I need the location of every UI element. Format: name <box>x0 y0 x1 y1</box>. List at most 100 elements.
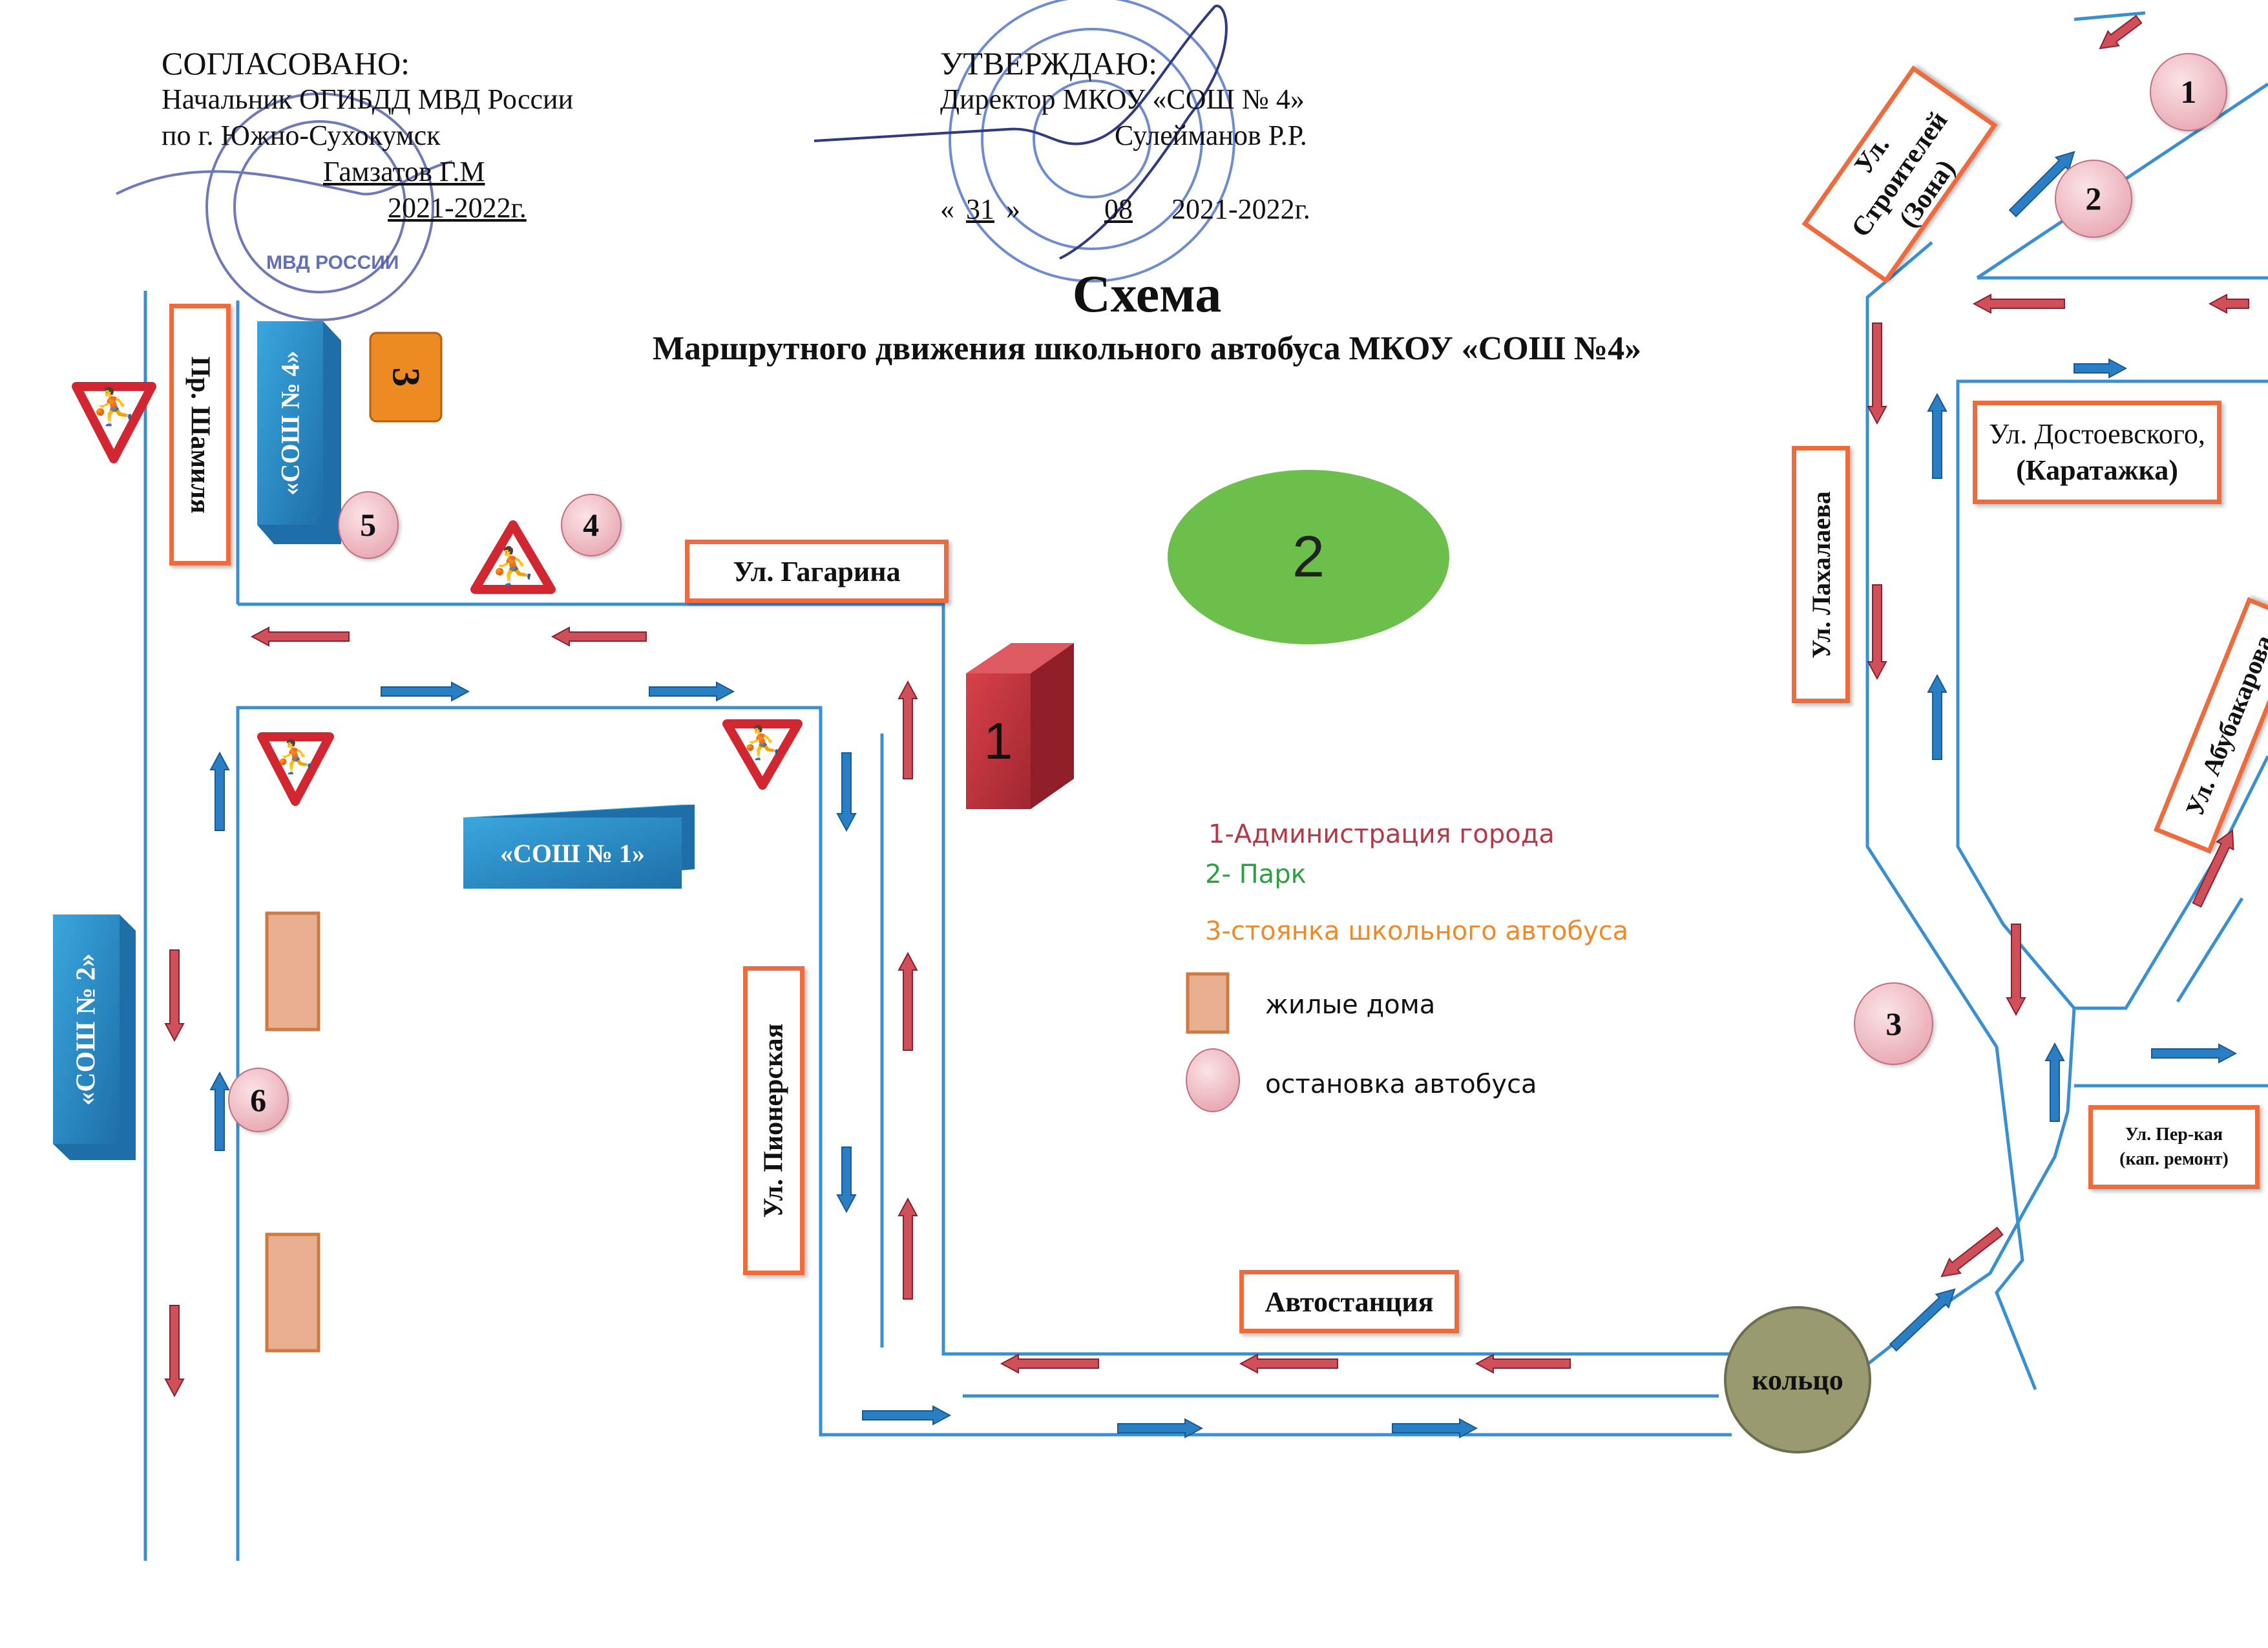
children-crossing-sign-icon: ⛹ <box>470 520 556 594</box>
signature-icon <box>814 5 1228 260</box>
approved-line2: по г. Южно-Сухокумск <box>162 120 441 151</box>
arrow-icon <box>2006 924 2026 1017</box>
page-subtitle: Маршрутного движения школьного автобуса … <box>652 330 1642 367</box>
street-label-bus-station: Автостанция <box>1239 1270 1459 1333</box>
bus-stop-2: 2 <box>2054 160 2132 238</box>
legend-house-swatch <box>1186 972 1230 1034</box>
perekay-line1: Ул. Пер-кая <box>2125 1125 2223 1145</box>
arrow-icon <box>1972 293 2065 314</box>
svg-text:⛹: ⛹ <box>490 544 536 587</box>
approved-line1: Начальник ОГИБДД МВД России <box>162 83 574 115</box>
arrow-icon <box>1927 673 1948 760</box>
arrow-icon <box>898 951 918 1051</box>
affirm-day: 31 <box>966 193 994 225</box>
dostoevsky-line2: (Каратажка) <box>2016 454 2178 486</box>
arrow-icon <box>2074 358 2128 379</box>
bus-stop-4: 4 <box>560 493 622 556</box>
arrow-icon <box>2192 829 2234 908</box>
seal-caption: МВД РОССИИ <box>266 252 399 273</box>
road-stroiteley-2 <box>2074 11 2146 21</box>
affirm-date-prefix: « <box>940 193 954 225</box>
page-title: Схема <box>1072 264 1222 323</box>
parking-block <box>369 332 443 423</box>
road-abubakarova <box>2074 755 2268 1010</box>
arrow-icon <box>209 751 230 831</box>
children-crossing-sign-icon: ⛹ <box>257 732 334 806</box>
arrow-icon <box>1889 1288 1956 1352</box>
arrow-icon <box>1000 1353 1099 1374</box>
arrow-icon <box>2208 293 2249 314</box>
legend-stop: остановка автобуса <box>1265 1070 1537 1099</box>
school4-label: «СОШ № 4» <box>275 350 305 496</box>
dostoevsky-line1: Ул. Достоевского, <box>1989 418 2205 450</box>
seal-icon <box>116 92 453 321</box>
road-lakhalaeva-east <box>1863 379 2268 1368</box>
children-crossing-sign-icon: ⛹ <box>722 719 803 790</box>
school1-block <box>463 805 695 889</box>
affirm-name: Сулейманов Р.Р. <box>1115 120 1307 151</box>
school2-label-box: «СОШ № 2» <box>53 914 120 1144</box>
legend-stop-swatch <box>1186 1048 1240 1112</box>
affirm-month: 08 <box>1104 193 1133 225</box>
street-label-pioneer: Ул. Пионерская <box>743 966 804 1275</box>
school4-label-box: «СОШ № 4» <box>257 321 323 525</box>
arrow-icon <box>209 1071 230 1151</box>
arrow-icon <box>1867 322 1887 425</box>
roads <box>143 11 2268 1561</box>
arrow-icon <box>551 626 647 647</box>
perekay-line2: (кап. ремонт) <box>2119 1149 2229 1169</box>
road-abubakarova-2 <box>2176 897 2244 1003</box>
seal-icon <box>949 0 1235 282</box>
arrow-icon <box>2151 1043 2238 1064</box>
legend-park: 2- Парк <box>1205 860 1307 889</box>
roundabout <box>1724 1306 1871 1453</box>
street-label-dostoevsky: Ул. Достоевского, (Каратажка) <box>1973 401 2221 504</box>
legend-parking: 3-стоянка школьного автобуса <box>1205 916 1629 946</box>
approved-name: Гамзатов Г.М <box>323 156 485 187</box>
roundabout-label: кольцо <box>1752 1364 1843 1396</box>
arrow-icon <box>250 626 350 647</box>
arrow-icon <box>862 1405 952 1426</box>
arrow-icon <box>1117 1418 1204 1439</box>
school2-block <box>53 914 136 1160</box>
bus-stop-3: 3 <box>1854 982 1934 1066</box>
street-label-lakhalaeva: Ул. Лахалаева <box>1792 446 1850 703</box>
admin-number: 1 <box>983 712 1013 770</box>
route-arrows <box>164 14 2249 1439</box>
arrow-icon <box>2008 151 2075 218</box>
children-crossing-sign-icon: ⛹ <box>72 382 156 463</box>
school2-label: «СОШ № 2» <box>71 953 101 1106</box>
street-label-gagarin: Ул. Гагарина <box>685 540 949 603</box>
arrow-icon <box>2099 14 2143 50</box>
street-label-perekay: Ул. Пер-кая (кап. ремонт) <box>2088 1105 2260 1189</box>
legend-admin: 1-Администрация города <box>1208 819 1555 849</box>
arrow-icon <box>164 949 185 1042</box>
admin-block <box>966 643 1074 809</box>
svg-text:⛹: ⛹ <box>275 737 315 776</box>
affirm-block: УТВЕРЖДАЮ: Директор МКОУ «СОШ № 4» Сулей… <box>940 45 1310 227</box>
svg-text:⛹: ⛹ <box>742 723 782 761</box>
arrow-icon <box>836 752 857 832</box>
arrow-icon <box>898 680 918 779</box>
arrow-icon <box>836 1146 857 1214</box>
park-number: 2 <box>1292 524 1325 589</box>
approval-block: СОГЛАСОВАНО: Начальник ОГИБДД МВД России… <box>162 45 573 226</box>
school1-label: «СОШ № 1» <box>499 838 646 868</box>
school4-block <box>257 321 341 544</box>
affirm-line1: Директор МКОУ «СОШ № 4» <box>940 83 1305 115</box>
title-block: Схема Маршрутного движения школьного авт… <box>452 262 1842 372</box>
road-lakhalaeva-west <box>1865 241 2037 1390</box>
arrow-icon <box>2044 1042 2065 1122</box>
arrow-icon <box>898 1197 918 1300</box>
arrow-icon <box>381 681 470 702</box>
road-gagarin-north <box>238 602 1732 1356</box>
park-area <box>1168 470 1449 644</box>
svg-text:⛹: ⛹ <box>91 385 136 428</box>
arrow-icon <box>1475 1353 1571 1374</box>
parking-number: 3 <box>384 367 428 387</box>
house-block <box>265 1232 320 1353</box>
arrow-icon <box>1927 392 1948 479</box>
arrow-icon <box>1392 1418 1478 1439</box>
